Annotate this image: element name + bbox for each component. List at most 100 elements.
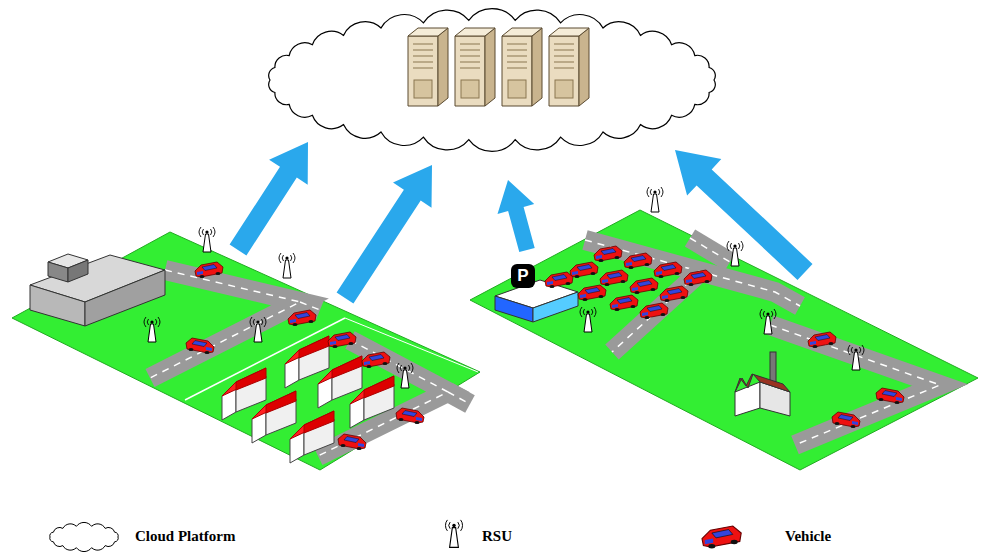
server-vent	[554, 44, 574, 45]
car-body	[578, 285, 606, 300]
vehicle-icon	[630, 278, 658, 294]
house-roof	[318, 356, 362, 384]
rsu-waves	[199, 227, 215, 237]
server-vent	[460, 56, 480, 57]
upload-arrow	[498, 180, 535, 252]
server-side	[485, 28, 495, 106]
server-front	[549, 36, 579, 106]
house-roof	[290, 411, 334, 439]
vehicle-icon	[832, 412, 860, 428]
ground-left	[12, 232, 480, 470]
car-wheel	[895, 401, 900, 404]
car-wheel	[835, 422, 840, 425]
server-panel	[414, 80, 432, 98]
rsu-icon	[250, 317, 266, 342]
car-stripe	[580, 294, 586, 298]
car-window	[335, 335, 350, 341]
server-side	[579, 28, 589, 106]
vehicle-icon	[594, 246, 622, 262]
car-window	[295, 313, 310, 319]
ground-right	[470, 210, 978, 470]
server-vent	[413, 62, 433, 63]
road	[318, 340, 448, 456]
rsu-icon	[199, 227, 215, 252]
rsu-head	[766, 312, 769, 315]
rsu-waves	[250, 317, 266, 327]
server-vent	[554, 62, 574, 63]
car-body	[630, 278, 658, 293]
house-roof	[304, 411, 334, 433]
legend-label: Cloud Platform	[135, 528, 235, 545]
car-window	[577, 265, 592, 271]
server-vent	[507, 50, 527, 51]
rsu-head	[285, 256, 288, 259]
road-marking	[690, 238, 730, 262]
car-wheel	[399, 418, 404, 421]
car-stripe	[626, 262, 632, 266]
car-wheel	[635, 291, 640, 294]
car-wheel	[689, 283, 694, 286]
car-stripe	[810, 341, 816, 345]
car-body	[338, 434, 366, 449]
rsu-head	[205, 230, 208, 233]
upload-arrow	[337, 165, 432, 304]
vehicle-icon	[578, 285, 606, 301]
car-window	[667, 289, 682, 295]
server-panel	[555, 80, 573, 98]
server-vent	[554, 56, 574, 57]
rsu-icon	[397, 363, 413, 388]
server-vent	[413, 44, 433, 45]
server-vent	[507, 56, 527, 57]
car-wheel	[205, 351, 210, 354]
server-panel	[508, 80, 526, 98]
rsu-waves	[647, 187, 663, 197]
road	[300, 302, 320, 310]
car-window	[617, 298, 632, 304]
rsu-icon	[647, 187, 663, 212]
server-side	[532, 28, 542, 106]
server-vent	[460, 62, 480, 63]
car-body	[545, 272, 573, 287]
car-body	[654, 262, 682, 277]
rsu-head	[653, 190, 656, 193]
house-roof	[266, 391, 296, 413]
car-window	[661, 265, 676, 271]
car-wheel	[621, 280, 626, 283]
car-body	[876, 388, 904, 403]
car-wheel	[583, 298, 588, 301]
server-top	[502, 28, 542, 36]
car-body	[808, 332, 836, 347]
house-roof	[252, 391, 296, 419]
rsu-head	[854, 348, 857, 351]
car-wheel	[599, 259, 604, 262]
server-front	[408, 36, 438, 106]
car-wheel	[879, 398, 884, 401]
car-window	[631, 256, 646, 262]
road-marking	[448, 392, 470, 404]
car-wheel	[341, 444, 346, 447]
server-vent	[507, 68, 527, 69]
rsu-waves	[144, 317, 160, 327]
car-wheel	[629, 266, 634, 269]
car-window	[585, 288, 600, 294]
building-side	[85, 270, 165, 326]
car-wheel	[829, 342, 834, 345]
vehicle-icon	[808, 332, 836, 348]
car-body	[186, 338, 214, 353]
parking-front	[495, 296, 533, 322]
vehicle-icon	[660, 286, 688, 302]
rsu-mast	[148, 324, 156, 342]
rsu-head	[150, 320, 153, 323]
car-wheel	[383, 362, 388, 365]
car-wheel	[349, 342, 354, 345]
road-marking	[300, 302, 320, 310]
road	[150, 270, 300, 378]
house-roof	[299, 336, 329, 358]
car-wheel	[705, 280, 710, 283]
car-stripe	[686, 279, 692, 283]
car-wheel	[813, 345, 818, 348]
road-marking	[770, 325, 940, 445]
server-vent	[507, 44, 527, 45]
vehicle-icon	[545, 272, 573, 288]
rsu-mast	[651, 194, 659, 212]
